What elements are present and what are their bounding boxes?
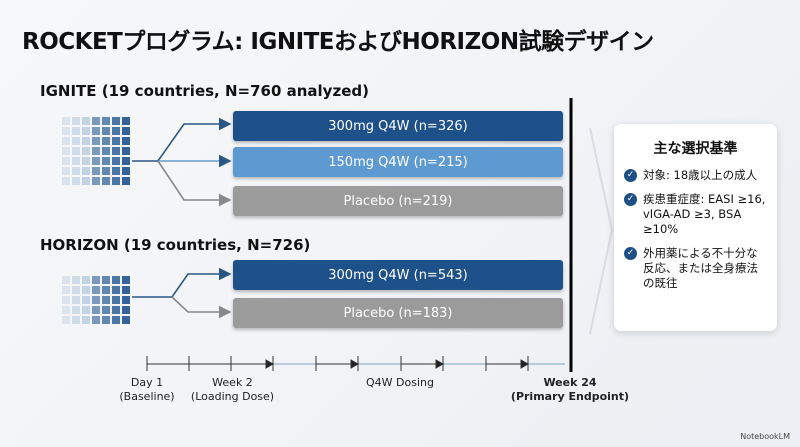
check-icon: ✓ xyxy=(624,169,637,182)
notebooklm-logo: NotebookLM xyxy=(740,432,790,441)
ignite-arm-placebo: Placebo (n=219) xyxy=(233,186,563,216)
check-icon: ✓ xyxy=(624,193,637,206)
inclusion-criteria-card: 主な選択基準 ✓対象: 18歳以上の成人 ✓疾患重症度: EASI ≥16, v… xyxy=(614,124,777,331)
horizon-population-grid xyxy=(62,276,130,324)
ignite-arm-300mg: 300mg Q4W (n=326) xyxy=(233,111,563,141)
timeline-dosing: Q4W Dosing xyxy=(366,376,434,389)
criteria-item: ✓疾患重症度: EASI ≥16, vIGA-AD ≥3, BSA ≥10% xyxy=(624,192,767,237)
timeline-week2: Week 2(Loading Dose) xyxy=(190,376,275,403)
criteria-title: 主な選択基準 xyxy=(653,141,738,157)
timeline-day1: Day 1(Baseline) xyxy=(119,376,175,403)
timeline-arrow xyxy=(350,359,360,369)
timeline-arrow xyxy=(265,359,275,369)
criteria-item: ✓対象: 18歳以上の成人 xyxy=(624,168,767,183)
timeline-arrow xyxy=(435,359,445,369)
horizon-heading: HORIZON (19 countries, N=726) xyxy=(40,236,311,254)
timeline-week24: Week 24(Primary Endpoint) xyxy=(510,376,630,403)
ignite-heading: IGNITE (19 countries, N=760 analyzed) xyxy=(40,82,369,100)
criteria-item: ✓外用薬による不十分な反応、または全身療法の既往 xyxy=(624,246,767,291)
horizon-arm-placebo: Placebo (n=183) xyxy=(233,298,563,328)
ignite-arm-150mg: 150mg Q4W (n=215) xyxy=(233,147,563,177)
timeline-arrow xyxy=(520,359,530,369)
ignite-population-grid xyxy=(62,117,130,185)
page-title: ROCKETプログラム: IGNITEおよびHORIZON試験デザイン xyxy=(22,29,654,55)
horizon-arm-300mg: 300mg Q4W (n=543) xyxy=(233,260,563,290)
check-icon: ✓ xyxy=(624,247,637,260)
